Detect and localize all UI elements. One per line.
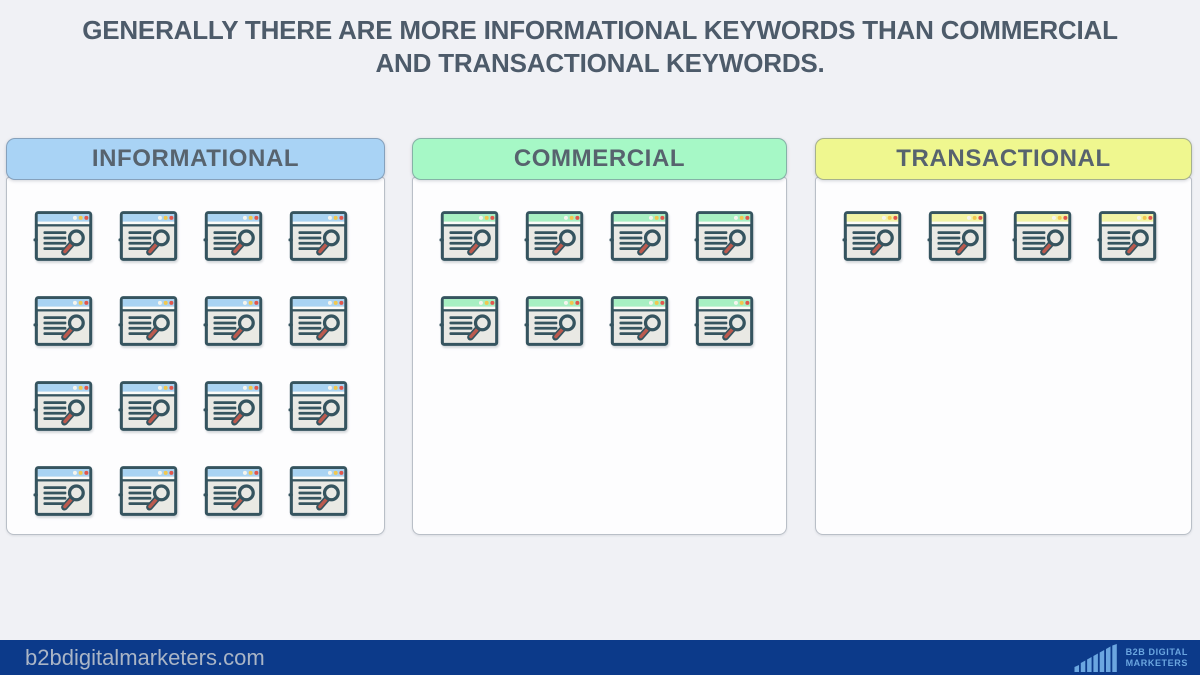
logo-text-line-2: MARKETERS [1125,657,1188,668]
title-line-2: AND TRANSACTIONAL KEYWORDS. [375,48,825,78]
keyword-page-icon [1097,211,1157,261]
keyword-page-icon [288,211,348,261]
bar-chart-icon [1074,643,1117,672]
panel-transactional: TRANSACTIONAL [815,138,1192,535]
panel-header-informational: INFORMATIONAL [6,138,385,180]
keyword-page-icon [118,466,178,516]
footer-bar: b2bdigitalmarketers.com B2B DIGITAL MARK… [0,640,1200,675]
logo-text-line-1: B2B DIGITAL [1125,646,1188,657]
keyword-page-icon [33,296,93,346]
keyword-page-icon [842,211,902,261]
title-line-1: GENERALLY THERE ARE MORE INFORMATIONAL K… [82,15,1118,45]
keyword-page-icon [288,296,348,346]
keyword-icon-grid [439,209,759,348]
keyword-page-icon [609,211,669,261]
panel-informational: INFORMATIONAL [6,138,385,535]
keyword-page-icon [288,381,348,431]
keyword-page-icon [927,211,987,261]
keyword-page-icon [439,296,499,346]
panel-label: COMMERCIAL [513,145,686,172]
keyword-page-icon [33,466,93,516]
keyword-page-icon [524,296,584,346]
keyword-page-icon [609,296,669,346]
panel-body [6,177,385,535]
page-title: GENERALLY THERE ARE MORE INFORMATIONAL K… [0,14,1200,80]
keyword-page-icon [203,381,263,431]
keyword-page-icon [1012,211,1072,261]
panel-body [815,177,1192,535]
keyword-page-icon [694,211,754,261]
panel-commercial: COMMERCIAL [412,138,787,535]
panel-header-transactional: TRANSACTIONAL [815,138,1192,180]
keyword-page-icon [203,466,263,516]
website-url: b2bdigitalmarketers.com [25,645,265,670]
keyword-page-icon [524,211,584,261]
keyword-icon-grid [33,209,353,518]
keyword-icon-grid [842,209,1162,263]
logo-text: B2B DIGITAL MARKETERS [1126,647,1188,669]
keyword-page-icon [118,296,178,346]
keyword-page-icon [694,296,754,346]
panel-label: TRANSACTIONAL [896,145,1111,172]
keyword-page-icon [118,381,178,431]
keyword-page-icon [439,211,499,261]
b2b-digital-marketers-logo: B2B DIGITAL MARKETERS [1073,640,1188,675]
panel-header-commercial: COMMERCIAL [412,138,787,180]
keyword-page-icon [33,211,93,261]
keyword-page-icon [33,381,93,431]
keyword-page-icon [288,466,348,516]
keyword-page-icon [118,211,178,261]
panel-body [412,177,787,535]
panel-label: INFORMATIONAL [91,145,300,172]
keyword-page-icon [203,296,263,346]
keyword-page-icon [203,211,263,261]
